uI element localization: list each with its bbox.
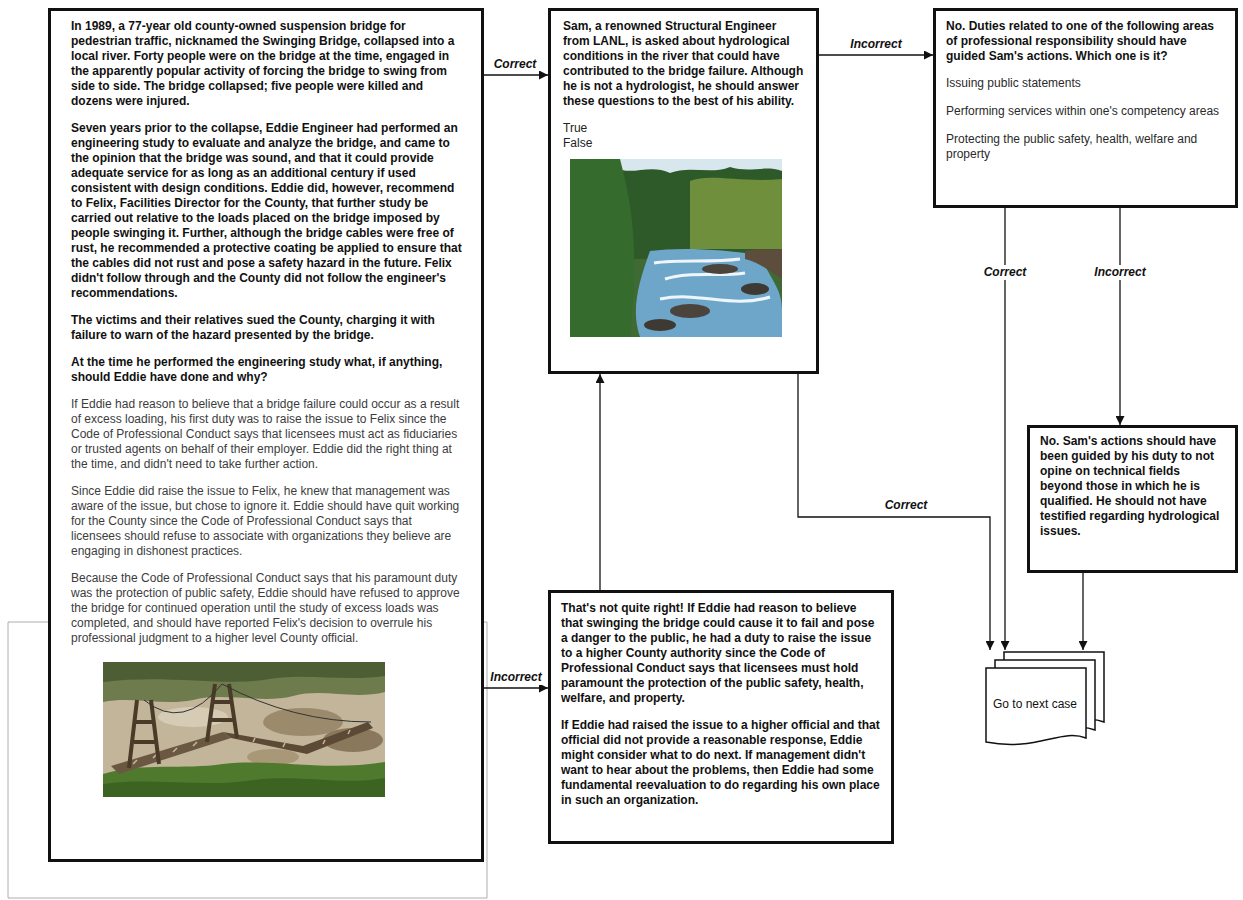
photo-bushes xyxy=(103,778,385,797)
flow-connector xyxy=(484,687,548,688)
question-text: At the time he performed the engineering… xyxy=(71,355,463,385)
photo-bank xyxy=(745,249,782,279)
terminal-text: Go to next case xyxy=(993,697,1077,712)
photo-trees xyxy=(103,662,385,702)
case-text: Seven years prior to the collapse, Eddie… xyxy=(71,121,463,301)
photo-rock xyxy=(702,264,738,274)
answer-option: Since Eddie did raise the issue to Felix… xyxy=(71,484,463,559)
photo-rock xyxy=(644,319,676,331)
question-box: No. Duties related to one of the followi… xyxy=(933,8,1238,208)
flow-connector xyxy=(819,54,933,55)
flow-connector xyxy=(1004,208,1005,650)
feedback-text: If Eddie had raised the issue to a highe… xyxy=(561,718,881,808)
edge-label: Correct xyxy=(982,265,1029,280)
flow-connector xyxy=(484,74,548,75)
answer-option: False xyxy=(563,136,804,151)
river-photo xyxy=(570,159,782,337)
photo-rock xyxy=(741,283,769,295)
edge-label: Incorrect xyxy=(1092,265,1147,280)
frame-outline xyxy=(8,622,487,898)
photo-rapids xyxy=(654,259,770,301)
answer-option: Performing services within one's compete… xyxy=(946,104,1225,119)
answer-option: If Eddie had reason to believe that a br… xyxy=(71,397,463,472)
photo-hillside xyxy=(690,178,782,249)
answer-option: True xyxy=(563,121,804,136)
flow-connector xyxy=(1119,208,1120,425)
photo-trees xyxy=(103,662,385,682)
feedback-text: That's not quite right! If Eddie had rea… xyxy=(561,601,881,706)
bridge-tower xyxy=(129,700,159,768)
bridge-photo xyxy=(103,662,385,797)
photo-river xyxy=(636,249,782,337)
bridge-planks xyxy=(133,730,350,764)
photo-ground xyxy=(103,662,385,797)
flow-connector xyxy=(599,374,600,590)
feedback-box: No. Sam's actions should have been guide… xyxy=(1027,425,1238,573)
flow-connector xyxy=(1082,573,1083,650)
edge-label: Incorrect xyxy=(488,670,543,685)
question-text: Sam, a renowned Structural Engineer from… xyxy=(563,19,804,109)
feedback-text: No. Sam's actions should have been guide… xyxy=(1040,434,1225,539)
case-box: In 1989, a 77-year old county-owned susp… xyxy=(48,8,484,862)
case-text: The victims and their relatives sued the… xyxy=(71,313,463,343)
photo-sand xyxy=(158,707,228,727)
document-page xyxy=(986,668,1086,744)
question-box: Sam, a renowned Structural Engineer from… xyxy=(548,8,819,374)
document-stack: Go to next case xyxy=(985,650,1107,760)
answer-option: Because the Code of Professional Conduct… xyxy=(71,571,463,646)
edge-label: Correct xyxy=(492,57,539,72)
photo-trees xyxy=(570,159,634,337)
photo-rock xyxy=(670,304,710,318)
bridge-cable xyxy=(144,684,371,722)
case-text: In 1989, a 77-year old county-owned susp… xyxy=(71,19,463,109)
edge-label: Correct xyxy=(883,498,930,513)
answer-option: Protecting the public safety, health, we… xyxy=(946,132,1225,162)
photo-bushes xyxy=(103,762,385,797)
question-text: No. Duties related to one of the followi… xyxy=(946,19,1225,64)
bridge-deck xyxy=(223,722,373,754)
photo-ground xyxy=(570,159,782,337)
photo-rock xyxy=(263,708,343,736)
feedback-box: That's not quite right! If Eddie had rea… xyxy=(548,590,894,844)
bridge-tower xyxy=(207,684,237,742)
answer-option: Issuing public statements xyxy=(946,76,1225,91)
edge-label: Incorrect xyxy=(848,37,903,52)
